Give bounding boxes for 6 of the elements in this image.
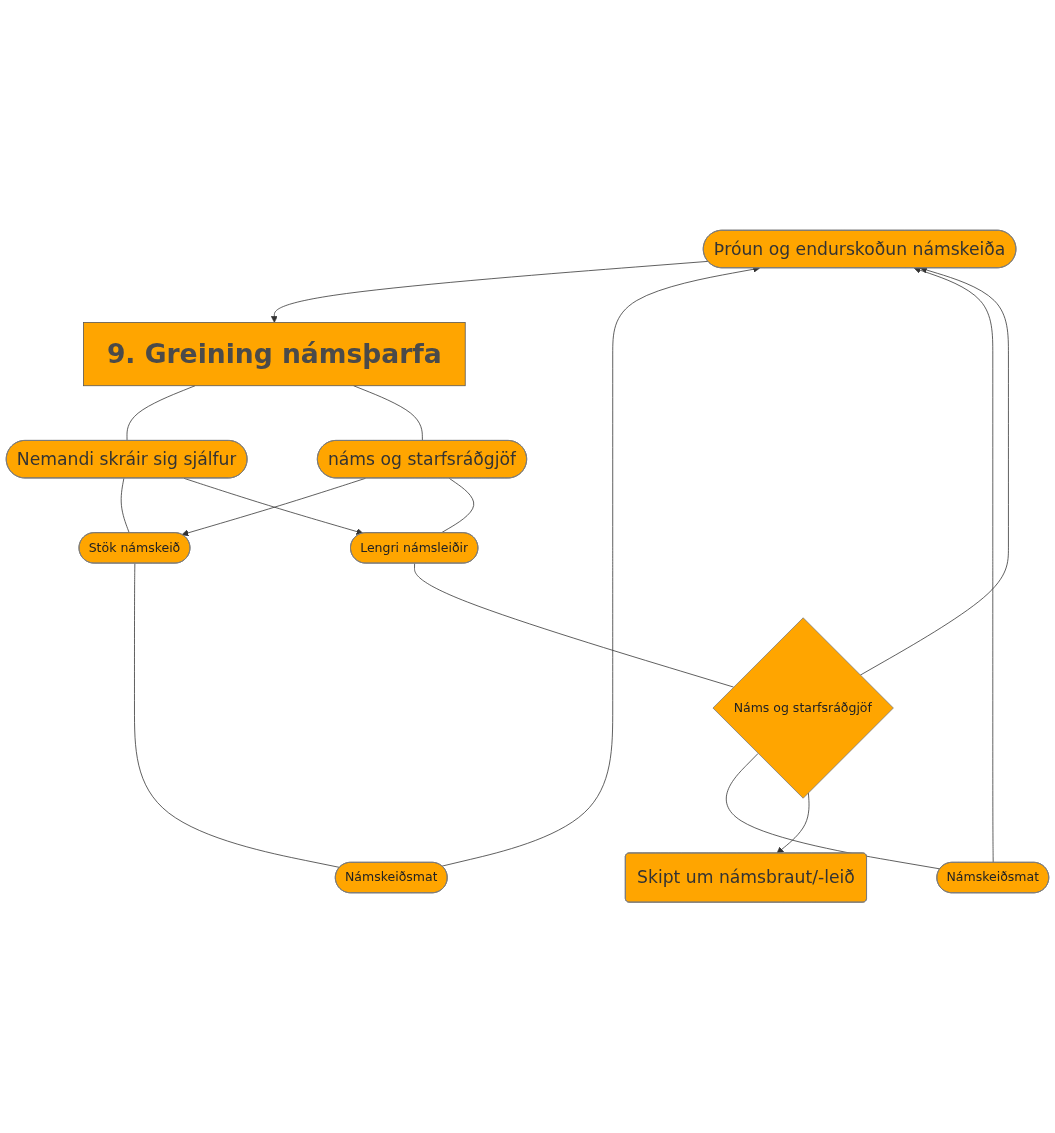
node-diamond: Náms og starfsráðgjöf	[712, 617, 894, 799]
connector	[120, 478, 130, 534]
connector	[725, 753, 941, 870]
connector	[414, 563, 734, 688]
connector	[134, 563, 341, 869]
node-box: 9. Greining námsþarfa	[83, 322, 466, 387]
